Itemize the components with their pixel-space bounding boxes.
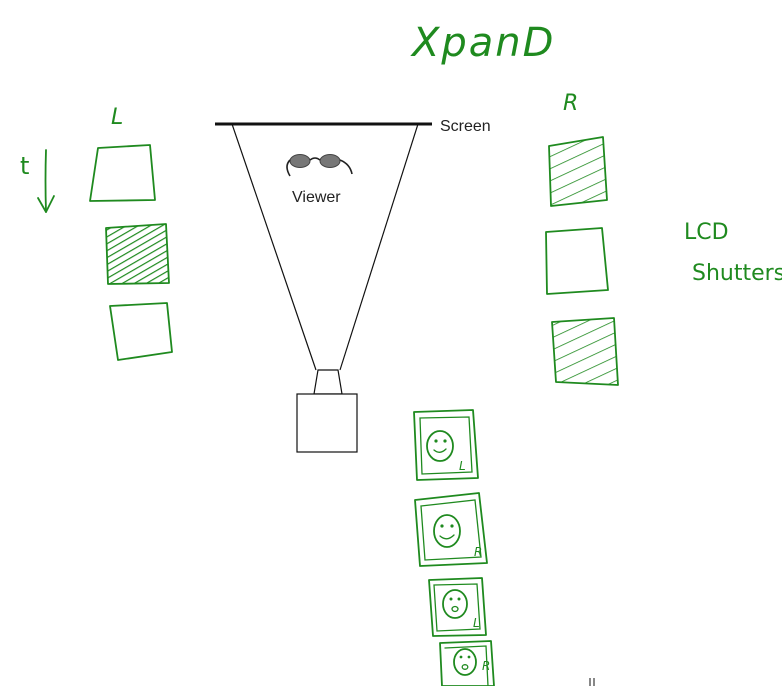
time-axis-label: t bbox=[20, 152, 29, 180]
projector-lens bbox=[313, 369, 343, 395]
frame-3: L bbox=[428, 577, 487, 637]
frame-4-label: R bbox=[482, 659, 490, 673]
right-shutter-2 bbox=[545, 227, 609, 295]
frame-2-label: R bbox=[474, 545, 482, 559]
projection-cone bbox=[231, 123, 419, 371]
frame-4: R bbox=[439, 640, 495, 686]
screen-label: Screen bbox=[440, 118, 491, 135]
time-arrow bbox=[37, 149, 55, 213]
left-eye-label: L bbox=[111, 105, 123, 130]
right-shutter-3 bbox=[551, 317, 619, 386]
viewer-label: Viewer bbox=[292, 189, 341, 206]
right-eye-label: R bbox=[563, 91, 578, 116]
surprised-face-icon bbox=[442, 589, 468, 619]
stray-mark bbox=[589, 678, 595, 686]
right-shutter-1 bbox=[548, 136, 608, 207]
smiley-face-icon bbox=[433, 514, 461, 548]
projector bbox=[296, 369, 358, 453]
left-shutter-1 bbox=[89, 144, 156, 202]
left-shutter-3 bbox=[109, 302, 173, 361]
frame-1-label: L bbox=[459, 459, 466, 473]
projector-body bbox=[296, 393, 358, 453]
smiley-face-icon bbox=[426, 430, 454, 462]
lcd-label-line1: LCD bbox=[684, 220, 729, 245]
surprised-face-icon bbox=[453, 648, 477, 676]
frame-1: L bbox=[413, 409, 479, 481]
diagram-title: XpanD bbox=[410, 20, 555, 66]
frame-2: R bbox=[414, 492, 488, 567]
lcd-label-line2: Shutters bbox=[692, 261, 782, 286]
frame-3-label: L bbox=[473, 616, 480, 630]
glasses-icon bbox=[286, 154, 353, 177]
left-shutter-2 bbox=[105, 223, 170, 285]
